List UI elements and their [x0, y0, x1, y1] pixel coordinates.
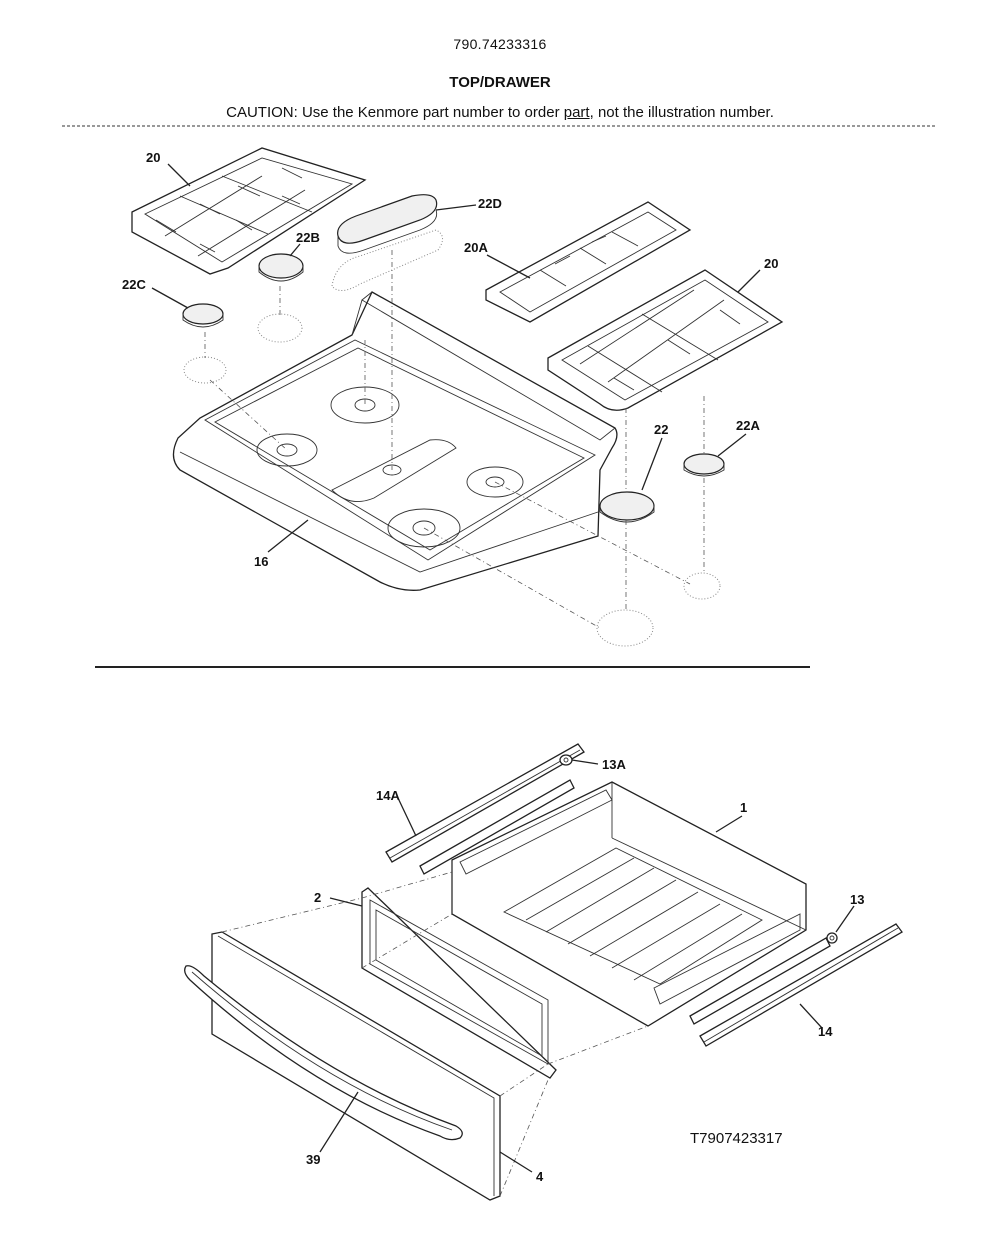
label-part-16: 16 — [254, 554, 268, 569]
burner-cap-part-22C — [182, 303, 227, 384]
caution-text-start: CAUTION: Use the Kenmore part number to … — [226, 104, 564, 121]
label-part-20-right: 20 — [764, 256, 778, 271]
burner-cap-part-22A — [683, 453, 725, 600]
caution-text-end: , not the illustration number. — [589, 104, 774, 121]
drawer-leader-lines — [319, 759, 855, 1173]
label-part-4: 4 — [536, 1169, 544, 1184]
burner-cap-part-22D — [331, 194, 443, 291]
roller-part-13A — [559, 754, 573, 766]
caution-text: CAUTION: Use the Kenmore part number to … — [0, 104, 1000, 121]
label-part-13A: 13A — [602, 757, 626, 772]
drawer-part-labels: 13A 14A 1 2 13 14 39 4 — [306, 757, 864, 1184]
label-part-20-left: 20 — [146, 150, 160, 165]
label-part-1: 1 — [740, 800, 747, 815]
top-assembly-lines — [204, 250, 705, 629]
drawer-front-panel-part-4 — [211, 931, 501, 1201]
label-part-20A: 20A — [464, 240, 488, 255]
label-part-14: 14 — [818, 1024, 833, 1039]
label-part-22B: 22B — [296, 230, 320, 245]
grate-part-20A — [485, 201, 692, 323]
label-part-14A: 14A — [376, 788, 400, 803]
label-part-22: 22 — [654, 422, 668, 437]
label-part-22D: 22D — [478, 196, 502, 211]
top-leader-lines — [151, 163, 761, 553]
burner-cap-part-22B — [257, 253, 304, 343]
roller-part-13 — [826, 932, 838, 944]
top-part-labels: 20 22D 22B 20A 20 22C 22 22A 16 — [122, 150, 778, 569]
drawer-assembly-lines — [221, 871, 649, 1197]
label-part-22A: 22A — [736, 418, 760, 433]
grate-part-20-right — [547, 269, 784, 411]
diagram-id: T7907423317 — [690, 1130, 783, 1147]
drawer-handle-part-39 — [184, 965, 463, 1141]
label-part-39: 39 — [306, 1152, 320, 1167]
label-part-22C: 22C — [122, 277, 146, 292]
burner-cap-part-22 — [596, 491, 655, 647]
model-number: 790.74233316 — [453, 36, 547, 52]
cooktop-panel-part-16 — [172, 291, 618, 591]
label-part-13: 13 — [850, 892, 864, 907]
grate-part-20-left — [131, 147, 367, 275]
slide-rail-part-14 — [689, 923, 903, 1047]
section-title: TOP/DRAWER — [449, 74, 551, 91]
label-part-2: 2 — [314, 890, 321, 905]
slide-rail-part-14A — [385, 743, 585, 875]
caution-underlined-word: part — [563, 104, 590, 121]
